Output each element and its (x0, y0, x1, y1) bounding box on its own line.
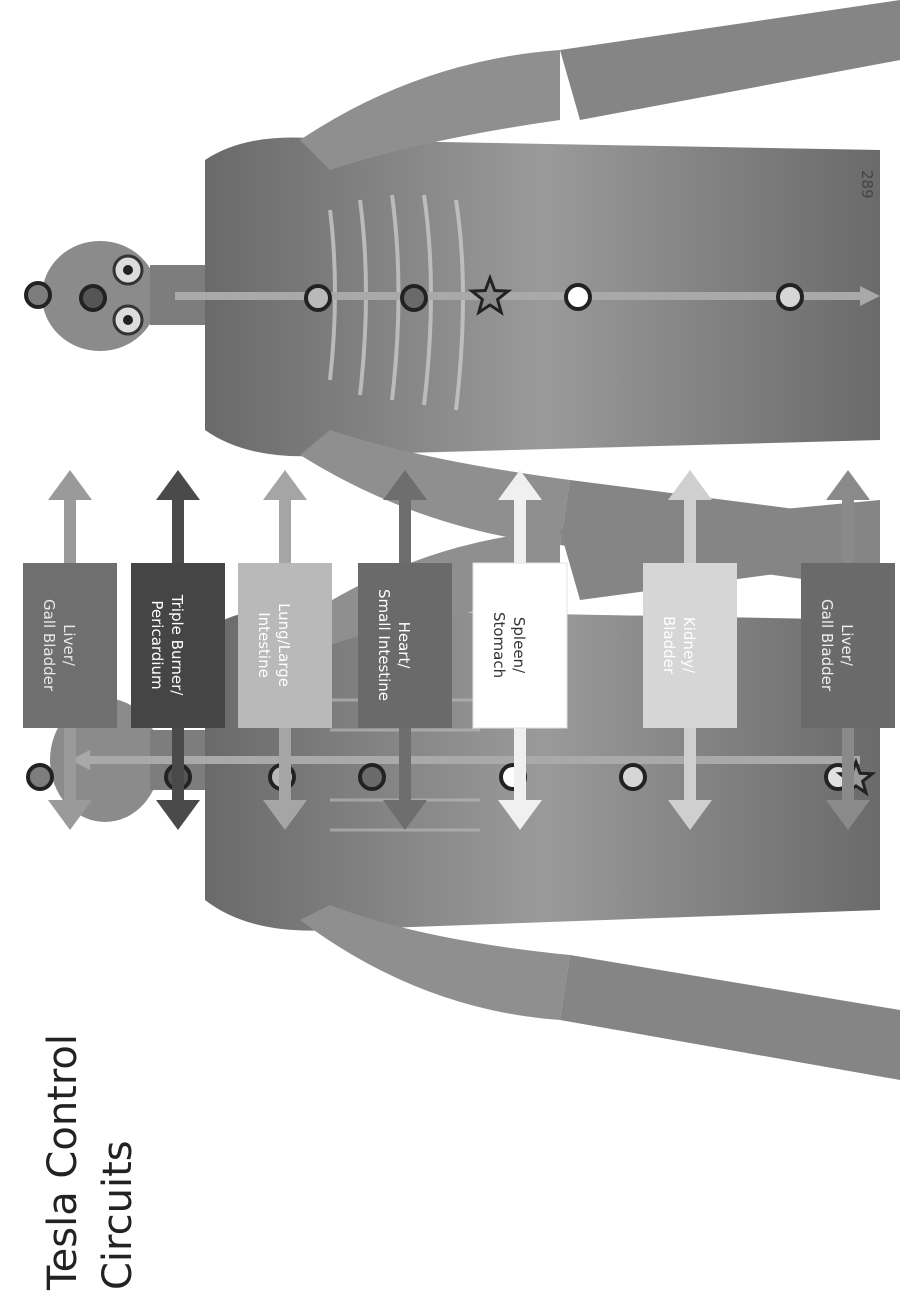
acupoint-circle (28, 765, 52, 789)
acupoint-circle (621, 765, 645, 789)
acupoint-circle (402, 286, 426, 310)
acupoint-circle (566, 285, 590, 309)
page-number: 289 (858, 170, 876, 199)
front-body-figure (42, 0, 900, 590)
acupoint-circle (778, 285, 802, 309)
acupoint-circle (306, 286, 330, 310)
acupoint-circle (26, 283, 50, 307)
acupoint-circle (360, 765, 384, 789)
acupoint-circle (81, 286, 105, 310)
